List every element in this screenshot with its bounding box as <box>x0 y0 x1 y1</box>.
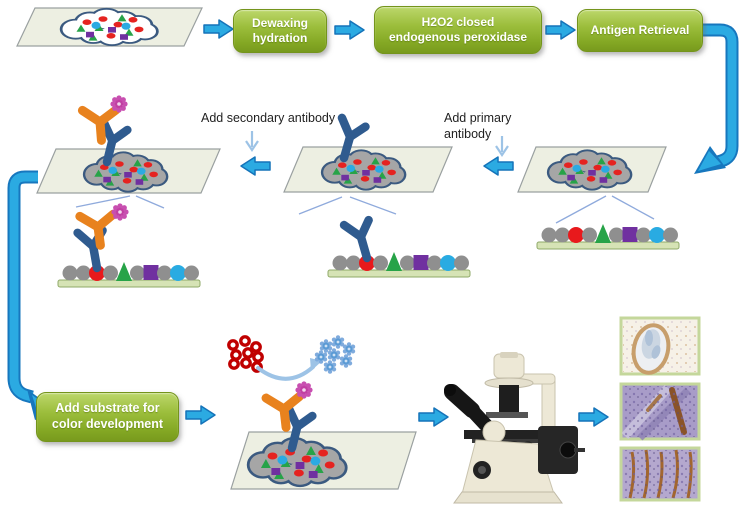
chromogen-product-icon <box>314 335 356 374</box>
step-label: Dewaxing hydration <box>251 16 308 45</box>
flow-arrow-icon <box>240 156 271 176</box>
microscope-icon <box>444 352 585 504</box>
substrate-reaction <box>227 335 356 381</box>
primary-antibody-icon <box>78 228 109 270</box>
flow-arrow-icon <box>203 19 234 39</box>
step-add-substrate: Add substrate for color development <box>36 392 179 442</box>
flow-arrow-icon <box>578 407 609 427</box>
specimen-slide-primary <box>283 118 453 193</box>
flow-arrow-icon <box>185 405 216 425</box>
magnify-connector <box>298 196 397 215</box>
enzyme-icon <box>295 381 313 399</box>
substrate-icon <box>227 335 264 373</box>
reaction-arrow-icon <box>256 358 322 381</box>
ihc-result-image-1 <box>619 316 701 376</box>
step-label: Antigen Retrieval <box>590 23 690 37</box>
antigen-row-detail <box>536 223 680 250</box>
ihc-result-image-3 <box>619 446 701 502</box>
flow-arrow-icon <box>334 20 365 40</box>
step-dewaxing-hydration: Dewaxing hydration <box>233 9 327 53</box>
specimen-slide-retrieved <box>517 146 667 193</box>
flow-arrow-icon <box>483 156 514 176</box>
annotation-add-secondary-antibody: Add secondary antibody <box>201 111 336 125</box>
specimen-slide-developed <box>230 381 417 490</box>
annotation-add-primary-antibody: Add primary antibody <box>444 111 512 142</box>
add-secondary-pointer-arrow <box>245 131 259 152</box>
antigen-row-detail-secondary <box>57 203 201 288</box>
flow-elbow-arrow-down-left <box>7 170 58 420</box>
step-block-endogenous-peroxidase: H2O2 closed endogenous peroxidase <box>374 6 542 54</box>
enzyme-icon <box>111 203 129 221</box>
magnify-connector <box>555 195 655 224</box>
specimen-slide-secondary <box>36 95 221 194</box>
magnify-connector <box>75 195 165 209</box>
primary-antibody-icon <box>344 218 379 261</box>
step-label: H2O2 closed endogenous peroxidase <box>388 15 528 44</box>
antigen-row-detail-primary <box>327 218 471 278</box>
flow-arrow-icon <box>545 20 576 40</box>
ihc-result-image-2 <box>619 382 701 441</box>
flow-arrow-icon <box>418 407 449 427</box>
specimen-slide-start <box>16 8 203 46</box>
add-primary-pointer-arrow <box>495 136 509 157</box>
step-label: Add substrate for color development <box>51 401 164 431</box>
flow-elbow-arrow-down-right <box>694 23 739 174</box>
step-antigen-retrieval: Antigen Retrieval <box>577 9 703 52</box>
enzyme-icon <box>110 95 128 113</box>
